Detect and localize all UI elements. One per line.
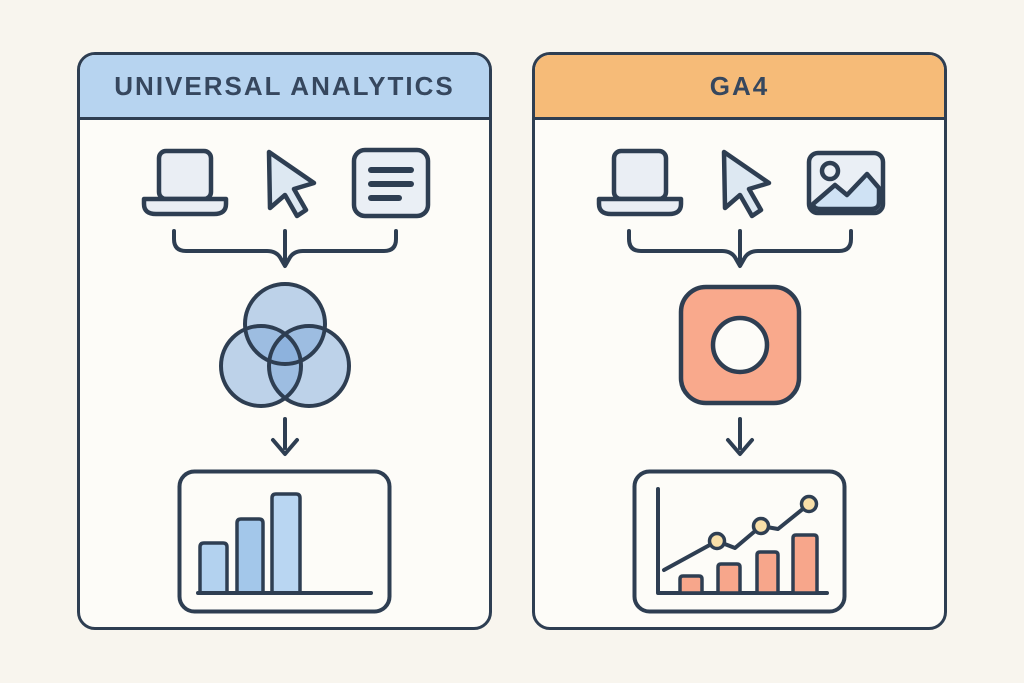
document-icon	[350, 147, 432, 219]
laptop-icon	[138, 147, 232, 219]
card-body-universal-analytics	[80, 120, 489, 627]
gather-brace-arrow	[625, 229, 855, 273]
arrow-down-icon	[265, 416, 305, 460]
card-ga4: GA4	[532, 52, 947, 630]
laptop-icon	[593, 147, 687, 219]
cursor-icon	[717, 147, 775, 219]
card-header-universal-analytics: UNIVERSAL ANALYTICS	[80, 55, 489, 120]
input-icons-row	[593, 146, 887, 220]
cursor-icon	[262, 147, 320, 219]
card-universal-analytics: UNIVERSAL ANALYTICS	[77, 52, 492, 630]
card-title-ga4: GA4	[709, 70, 770, 101]
arrow-down-icon	[720, 416, 760, 460]
card-body-ga4	[535, 120, 944, 627]
event-square-icon	[678, 284, 802, 406]
trend-chart-icon	[632, 469, 847, 614]
image-icon	[805, 149, 887, 217]
input-icons-row	[138, 146, 432, 220]
gather-brace-arrow	[170, 229, 400, 273]
card-title-universal-analytics: UNIVERSAL ANALYTICS	[114, 70, 455, 101]
sessions-process	[218, 282, 352, 408]
venn-diagram-icon	[218, 281, 352, 409]
events-process	[678, 282, 802, 408]
bar-chart-icon	[177, 469, 392, 614]
card-header-ga4: GA4	[535, 55, 944, 120]
